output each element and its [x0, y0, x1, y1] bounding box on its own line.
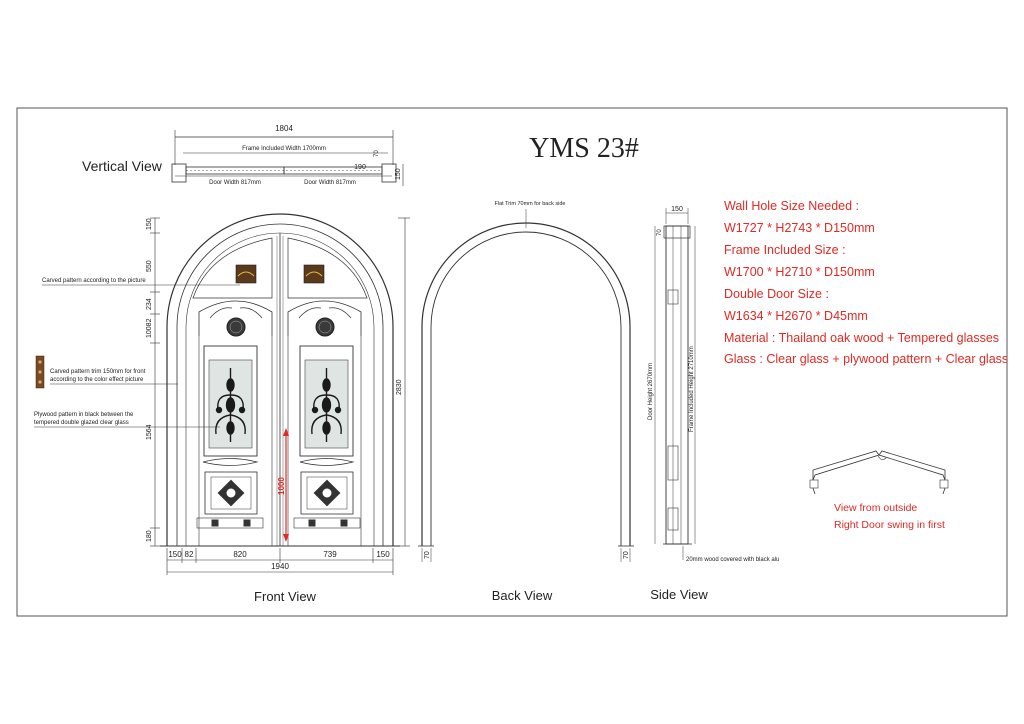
dim-bottom-82: 82	[185, 550, 194, 559]
side-view-label: Side View	[650, 587, 708, 602]
spec-line-8: Glass : Clear glass + plywood pattern + …	[724, 352, 1008, 366]
spec-line-1: Wall Hole Size Needed :	[724, 199, 859, 213]
front-left-dimensions	[150, 217, 160, 547]
round-grille-left	[226, 317, 246, 337]
dim-back-70-right: 70	[623, 551, 630, 559]
side-view	[654, 208, 696, 560]
annotation-trim-line1: Carved pattern trim 150mm for front	[50, 369, 146, 375]
dim-frame-included-width: Frame Included Width 1700mm	[242, 146, 326, 152]
swing-line-2: Right Door swing in first	[834, 519, 945, 531]
swing-line-1: View from outside	[834, 502, 917, 514]
dim-glass-1000: 1000	[277, 477, 286, 495]
dim-bottom-739: 739	[323, 550, 337, 559]
annotation-plywood-line1: Plywood pattern in black between the	[34, 412, 134, 418]
dim-height-2830: 2830	[396, 379, 403, 395]
front-view	[160, 213, 400, 547]
dim-150-vertical: 150	[395, 168, 402, 180]
swing-diagram	[809, 450, 949, 495]
dim-left-1564: 1564	[146, 424, 153, 440]
spec-line-6: W1634 * H2670 * D45mm	[724, 309, 868, 323]
spec-line-3: Frame Included Size :	[724, 243, 846, 257]
spec-line-2: W1727 * H2743 * D150mm	[724, 221, 875, 235]
carved-pattern-left	[235, 264, 257, 284]
dim-door-width-right: Door Width 817mm	[304, 180, 356, 186]
back-flat-trim-note: Flat Trim 70mm for back side	[495, 201, 566, 207]
dim-door-width-left: Door Width 817mm	[209, 180, 261, 186]
dim-bottom-820: 820	[233, 550, 247, 559]
front-outer-frame	[166, 213, 394, 546]
dim-left-150: 150	[146, 218, 153, 230]
side-frame-height: Frame Included Height 2710mm	[689, 346, 695, 432]
dim-left-180: 180	[146, 530, 153, 542]
spec-line-5: Double Door Size :	[724, 287, 829, 301]
dim-190: 190	[354, 164, 366, 171]
trim-sample	[35, 355, 45, 389]
dim-side-150: 150	[671, 206, 683, 213]
side-frame-section	[665, 225, 689, 545]
dim-back-70-left: 70	[424, 551, 431, 559]
wrought-iron-left	[215, 368, 246, 442]
spec-line-4: W1700 * H2710 * D150mm	[724, 265, 875, 279]
dim-1804: 1804	[275, 124, 293, 133]
dim-bottom-150-left: 150	[168, 550, 182, 559]
spec-line-7: Material : Thailand oak wood + Tempered …	[724, 331, 999, 345]
dim-bottom-150-right: 150	[376, 550, 390, 559]
side-door-height: Door Height 2670mm	[648, 363, 654, 420]
annotation-trim-line2: according to the color effect picture	[50, 377, 144, 383]
carved-pattern-right	[303, 264, 325, 284]
dim-side-70: 70	[657, 229, 663, 236]
annotation-carved-pattern: Carved pattern according to the picture	[42, 278, 146, 284]
back-view	[418, 209, 634, 562]
vertical-view: Vertical View 1804 Frame Included Width …	[82, 124, 404, 186]
front-bottom-dimensions	[166, 548, 394, 575]
back-inner-arch	[430, 231, 622, 546]
specs-block: Wall Hole Size Needed : W1727 * H2743 * …	[724, 199, 1008, 366]
back-outer-arch	[421, 222, 631, 546]
dim-70: 70	[374, 150, 380, 157]
dim-left-10082: 10082	[146, 318, 153, 338]
sheet-border	[16, 107, 1008, 617]
annotation-plywood-line2: tempered double glazed clear glass	[34, 420, 129, 426]
wrought-iron-right	[311, 368, 342, 442]
back-view-label: Back View	[492, 588, 553, 603]
front-view-label: Front View	[254, 589, 317, 604]
dim-left-550: 550	[146, 260, 153, 272]
drawing-title: YMS 23#	[529, 133, 639, 164]
vertical-view-label: Vertical View	[82, 158, 163, 174]
front-right-dimension	[398, 217, 410, 547]
dim-total-1940: 1940	[271, 562, 289, 571]
dim-left-234: 234	[146, 298, 153, 310]
round-grille-right	[315, 317, 335, 337]
side-alu-note: 20mm wood covered with black alu	[686, 557, 779, 563]
